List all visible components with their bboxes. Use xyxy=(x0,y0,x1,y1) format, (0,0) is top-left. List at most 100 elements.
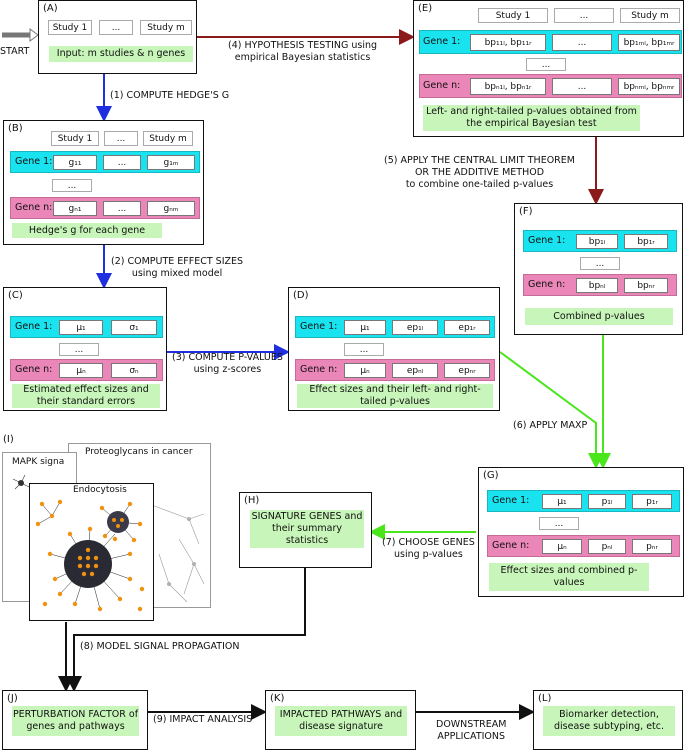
panel-c: (C) Gene 1: μ₁ σ₁ ... Gene n: μₙ σₙ Esti… xyxy=(3,287,167,411)
cell-p1l: p₁ₗ xyxy=(588,494,626,509)
row-dots: ... xyxy=(580,257,620,270)
cell-gnm: gₙₘ xyxy=(147,201,195,216)
panel-k-label: (K) xyxy=(270,693,285,704)
pvalues-caption: Effect sizes and their left- and right-t… xyxy=(297,384,493,408)
gene-1-label: Gene 1: xyxy=(492,495,530,506)
cell-bpnm: bpₙₘₗ, bpₙₘᵣ xyxy=(618,78,680,95)
panel-c-label: (C) xyxy=(8,290,23,301)
gene-1-label: Gene 1: xyxy=(300,321,338,332)
step-1-label: (1) COMPUTE HEDGE'S G xyxy=(110,90,230,101)
panel-g-label: (G) xyxy=(483,470,499,481)
signature-genes-caption: SIGNATURE GENES and their summary statis… xyxy=(250,510,364,548)
panel-k: (K) IMPACTED PATHWAYS and disease signat… xyxy=(265,690,416,750)
gene-n-row: Gene n: μₙ pₙₗ pₙᵣ xyxy=(487,535,680,557)
cell-mun: μₙ xyxy=(344,363,386,378)
step-5-label: (5) APPLY THE CENTRAL LIMIT THEOREM OR T… xyxy=(384,155,575,190)
gene-n-label: Gene n: xyxy=(528,279,566,290)
step-2-label: (2) COMPUTE EFFECT SIZES using mixed mod… xyxy=(111,256,244,279)
cell-ep1l: ep₁ₗ xyxy=(392,320,438,335)
cell-ep1r: ep₁ᵣ xyxy=(444,320,490,335)
panel-e-label: (E) xyxy=(418,3,433,14)
panel-d: (D) Gene 1: μ₁ ep₁ₗ ep₁ᵣ ... Gene n: μₙ … xyxy=(288,287,500,411)
cell-bp1l: bp₁ₗ xyxy=(576,234,618,249)
hedges-g-caption: Hedge's g for each gene xyxy=(12,223,162,238)
network-endocytosis: Endocytosis xyxy=(29,483,154,621)
gene-1-label: Gene 1: xyxy=(423,36,461,47)
impacted-pathways-caption: IMPACTED PATHWAYS and disease signature xyxy=(275,706,407,736)
effect-sizes-caption: Estimated effect sizes and their standar… xyxy=(12,384,160,408)
row-dots: ... xyxy=(52,179,92,192)
gene-1-row: Gene 1: bp₁ₗ bp₁ᵣ xyxy=(523,230,677,252)
study-m-header: Study m xyxy=(140,20,192,35)
study-m-header: Study m xyxy=(143,131,193,146)
combined-pvalues-caption: Combined p-values xyxy=(525,308,673,325)
cell-bpn1: bpₙ₁ₗ, bpₙ₁ᵣ xyxy=(470,78,546,95)
panel-l-label: (L) xyxy=(538,693,552,704)
cell-mu1: μ₁ xyxy=(344,320,386,335)
panel-a-label: (A) xyxy=(43,3,58,14)
gene-n-row: Gene n: μₙ σₙ xyxy=(10,359,163,381)
arrow-step-6 xyxy=(499,351,604,469)
panel-j: (J) PERTURBATION FACTOR of genes and pat… xyxy=(2,690,148,750)
cell-mu1: μ₁ xyxy=(542,494,582,509)
step-8-label: (8) MODEL SIGNAL PROPAGATION xyxy=(80,641,240,652)
endocytosis-graph xyxy=(35,499,145,612)
combined-caption: Effect sizes and combined p-values xyxy=(489,563,649,591)
cell-sigma1: σ₁ xyxy=(111,320,157,335)
mapk-graph xyxy=(12,474,30,490)
network-proteoglycans-title: Proteoglycans in cancer xyxy=(85,447,193,457)
study-1-header: Study 1 xyxy=(478,8,548,23)
arrow-step-8 xyxy=(66,568,306,692)
cell-pnr: pₙᵣ xyxy=(632,539,672,554)
gene-1-row: Gene 1: μ₁ σ₁ xyxy=(10,316,163,338)
panel-g: (G) Gene 1: μ₁ p₁ₗ p₁ᵣ ... Gene n: μₙ pₙ… xyxy=(478,467,684,597)
study-1-header: Study 1 xyxy=(51,131,99,146)
gene-1-row: Gene 1: μ₁ p₁ₗ p₁ᵣ xyxy=(487,490,680,512)
cell-g-dots: ... xyxy=(103,155,141,170)
panel-f: (F) Gene 1: bp₁ₗ bp₁ᵣ ... Gene n: bpₙₗ b… xyxy=(514,203,683,335)
cell-bp11: bp₁₁ₗ, bp₁₁ᵣ xyxy=(470,34,546,51)
cell-epnl: epₙₗ xyxy=(392,363,438,378)
cell-bpnl: bpₙₗ xyxy=(576,278,618,293)
gene-1-row: Gene 1: μ₁ ep₁ₗ ep₁ᵣ xyxy=(295,316,495,338)
cell-p1r: p₁ᵣ xyxy=(632,494,672,509)
proteoglycans-graph xyxy=(148,503,205,603)
gene-n-label: Gene n: xyxy=(15,364,53,375)
gene-1-label: Gene 1: xyxy=(15,156,53,167)
cell-bpnr: bpₙᵣ xyxy=(624,278,668,293)
applications-caption: Biomarker detection, disease subtyping, … xyxy=(543,706,675,736)
bayesian-caption: Left- and right-tailed p-values obtained… xyxy=(423,105,640,131)
study-m-header: Study m xyxy=(620,8,680,23)
gene-n-label: Gene n: xyxy=(300,364,338,375)
start-label: START xyxy=(0,46,30,57)
gene-n-row: Gene n: bpₙ₁ₗ, bpₙ₁ᵣ ... bpₙₘₗ, bpₙₘᵣ xyxy=(419,74,682,98)
cell-sigman: σₙ xyxy=(111,363,157,378)
cell-bp1m: bp₁ₘₗ, bp₁ₘᵣ xyxy=(618,34,680,51)
row-dots: ... xyxy=(526,58,566,71)
panel-e: (E) Study 1 ... Study m Gene 1: bp₁₁ₗ, b… xyxy=(413,0,684,137)
gene-n-label: Gene n: xyxy=(423,80,461,91)
panel-j-label: (J) xyxy=(7,693,18,704)
panel-a: (A) Study 1 ... Study m Input: m studies… xyxy=(38,0,197,74)
panel-l: (L) Biomarker detection, disease subtypi… xyxy=(533,690,683,750)
perturbation-caption: PERTURBATION FACTOR of genes and pathway… xyxy=(12,706,139,736)
cell-epnr: epₙᵣ xyxy=(444,363,490,378)
input-caption: Input: m studies & n genes xyxy=(49,46,193,62)
gene-1-row: Gene 1: g₁₁ ... g₁ₘ xyxy=(10,151,200,173)
cell-bp1r: bp₁ᵣ xyxy=(624,234,668,249)
row-dots: ... xyxy=(59,343,99,356)
study-dots-header: ... xyxy=(104,131,138,146)
study-dots-header: ... xyxy=(99,20,133,35)
gene-1-label: Gene 1: xyxy=(528,235,566,246)
cell-g1m: g₁ₘ xyxy=(147,155,195,170)
cell-bp-dots: ... xyxy=(552,34,612,51)
step-7-label: (7) CHOOSE GENES using p-values xyxy=(382,537,475,560)
row-dots: ... xyxy=(344,343,384,356)
gene-n-row: Gene n: μₙ epₙₗ epₙᵣ xyxy=(295,359,495,381)
gene-1-row: Gene 1: bp₁₁ₗ, bp₁₁ᵣ ... bp₁ₘₗ, bp₁ₘᵣ xyxy=(419,30,682,54)
gene-n-label: Gene n: xyxy=(492,540,530,551)
cell-g11: g₁₁ xyxy=(53,155,97,170)
cell-pnl: pₙₗ xyxy=(588,539,626,554)
